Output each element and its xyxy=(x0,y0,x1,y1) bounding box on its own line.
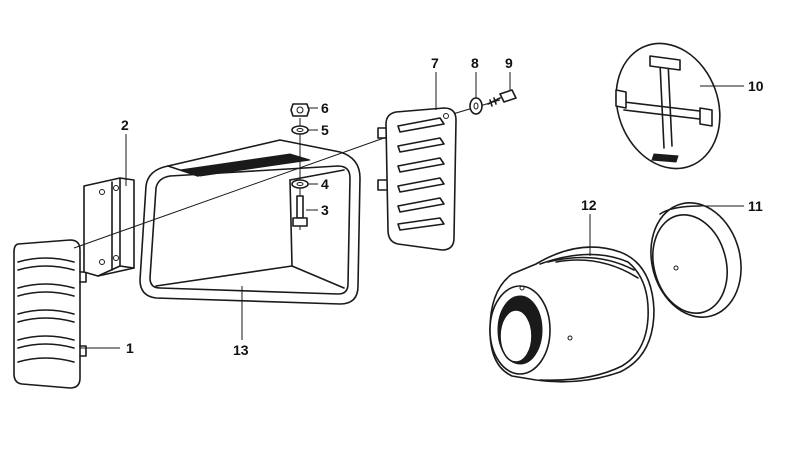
label-part-1: 1 xyxy=(126,340,134,356)
headlight-housing-part-13 xyxy=(139,139,361,305)
label-part-4: 4 xyxy=(321,176,329,192)
label-part-3: 3 xyxy=(321,202,329,218)
washer-part-4 xyxy=(291,179,309,189)
bolt-part-3 xyxy=(292,195,308,227)
label-part-7: 7 xyxy=(431,55,439,71)
label-part-2: 2 xyxy=(121,117,129,133)
label-part-8: 8 xyxy=(471,55,479,71)
label-part-10: 10 xyxy=(748,78,764,94)
mounting-bracket-part-2 xyxy=(83,177,135,277)
label-part-5: 5 xyxy=(321,122,329,138)
label-part-11: 11 xyxy=(748,198,763,214)
washer-part-8 xyxy=(469,97,483,115)
trim-ring-part-11 xyxy=(650,202,742,318)
label-part-12: 12 xyxy=(581,197,597,213)
bellows-part-12 xyxy=(489,246,655,383)
nut-part-6 xyxy=(290,103,310,117)
label-part-13: 13 xyxy=(233,342,249,358)
label-part-6: 6 xyxy=(321,100,329,116)
louvre-grille-part-1 xyxy=(13,239,87,389)
cover-cap-part-10 xyxy=(615,42,721,170)
washer-part-5 xyxy=(291,125,309,135)
screw-part-9 xyxy=(487,89,517,107)
louvre-grille-part-7 xyxy=(377,107,457,251)
label-part-9: 9 xyxy=(505,55,513,71)
